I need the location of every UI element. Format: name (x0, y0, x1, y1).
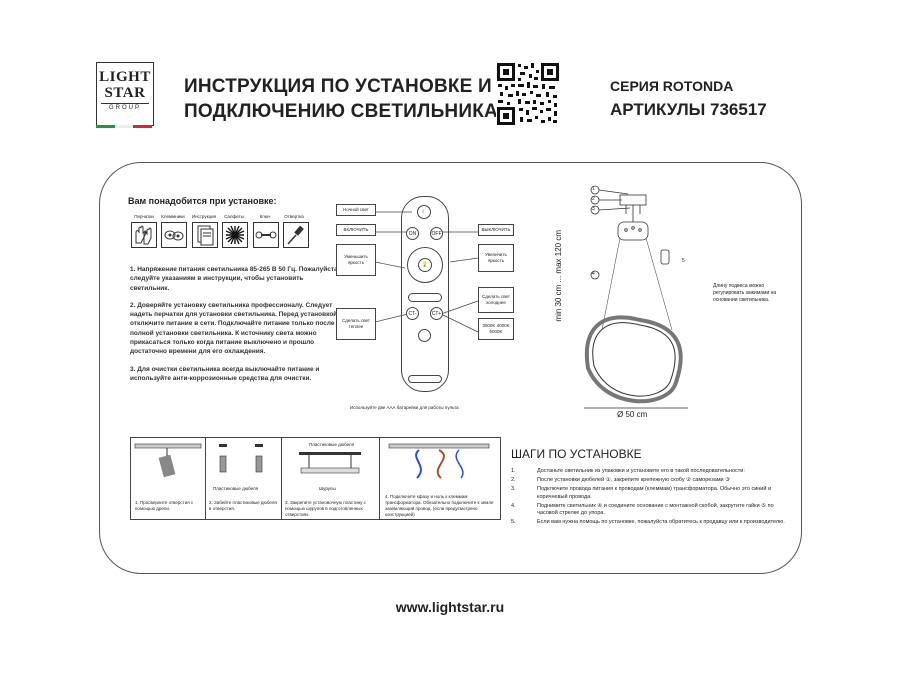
temp-button[interactable] (418, 329, 431, 342)
battery-note: Используйте две ААА батарейки для работы… (350, 405, 459, 410)
install-caption-3-top: Пластиковые дюбеля (309, 442, 355, 447)
manual-icon (192, 222, 218, 248)
italian-flag-stripe (96, 125, 153, 128)
logo-line3: GROUP (101, 103, 149, 111)
terminals-icon (161, 222, 187, 248)
night-light-button[interactable]: ☾ (417, 205, 431, 219)
title-line1: ИНСТРУКЦИЯ ПО УСТАНОВКЕ И (184, 76, 492, 97)
safety-item: 3. Для очистки светильника всегда выключ… (130, 365, 320, 382)
marker-2: 2 (592, 196, 595, 202)
install-caption-4: 4. Подключите кфазу и ноль к клеммам тра… (385, 494, 494, 517)
label-colder: Сделать свет холоднее (478, 287, 514, 313)
tool-label: Отвертка (284, 214, 304, 219)
gloves-icon (131, 222, 157, 248)
lamp-diagram (584, 185, 688, 409)
wrench-icon (253, 222, 279, 248)
tool-label: Клеммники (161, 214, 185, 219)
list-item: 2.После установки дюбелей ①, закрепите к… (511, 477, 731, 484)
brightness-wheel[interactable]: 💡 (407, 247, 443, 283)
tool-label: Перчатки (134, 214, 154, 219)
label-decrease: Уменьшить яркость (336, 244, 376, 276)
moon-icon: ☾ (421, 209, 427, 215)
install-step-1: 1. Просверлите отверстия с помощью дрели… (131, 438, 206, 519)
marker-1: 1 (592, 186, 595, 192)
tool-label: Салфеты (224, 214, 244, 219)
wipes-icon (222, 222, 248, 248)
list-item: 4.Поднимите светильник ④ и соедините осн… (511, 502, 774, 517)
install-steps-title: ШАГИ ПО УСТАНОВКЕ (511, 447, 642, 461)
series-label: СЕРИЯ ROTONDA (610, 78, 734, 94)
marker-4: 4 (592, 271, 595, 277)
list-item: 3.Подключите провода питания к проводам … (511, 486, 772, 500)
tool-label: Инструкция (191, 214, 217, 219)
lightstar-logo: LIGHT STAR GROUP (96, 62, 154, 126)
list-item: 5.Если вам нужна помощь по установке, по… (511, 519, 785, 526)
install-caption-3: 3. Закрепите установочную пластину с пом… (285, 500, 366, 517)
title-line2: ПОДКЛЮЧЕНИЮ СВЕТИЛЬНИКА (184, 101, 498, 122)
logo-line1: LIGHT (99, 69, 151, 85)
install-steps-list: 1.Достаньте светильник из упаковки и уст… (511, 468, 791, 528)
ct-minus-button[interactable]: CT- (406, 307, 419, 320)
install-step-2: Пластиковые дюбеля 2. Забейте пластиковы… (205, 438, 282, 519)
logo-line2: STAR (104, 85, 146, 101)
install-caption-2-top: Пластиковые дюбеля (213, 486, 259, 491)
marker-5: 5 (682, 258, 685, 264)
mode-button[interactable] (408, 293, 442, 302)
qr-code-icon[interactable] (496, 62, 560, 126)
marker-3: 3 (592, 206, 595, 212)
requirements-heading: Вам понадобится при установке: (128, 196, 277, 206)
article-label: АРТИКУЛЫ 736517 (610, 100, 767, 119)
install-caption-1: 1. Просверлите отверстия с помощью дрели… (135, 500, 194, 511)
label-night-light: Ночной свет (336, 204, 376, 216)
rope-adjust-note: Длину подвеса можно регулировать зажимам… (713, 283, 777, 303)
remote-control: ☾ ON OFF 💡 CT- CT+ (401, 196, 449, 392)
ct-plus-button[interactable]: CT+ (430, 307, 443, 320)
label-off: ВЫКЛЮЧИТЬ (478, 224, 514, 236)
tool-label: Ключ (259, 214, 271, 219)
remote-bottom-panel (408, 375, 442, 383)
safety-item: 1. Напряжение питания светильника 85-265… (130, 266, 338, 292)
on-button[interactable]: ON (406, 227, 419, 240)
page-title: ИНСТРУКЦИЯ ПО УСТАНОВКЕ И ПОДКЛЮЧЕНИЮ СВ… (184, 74, 498, 124)
diameter-dimension: Ø 50 cm (617, 410, 648, 419)
install-caption-2: 2. Забейте пластиковые дюбеля в отверсти… (209, 500, 277, 511)
list-item: 1.Достаньте светильник из упаковки и уст… (511, 468, 745, 474)
bulb-icon: 💡 (418, 258, 432, 272)
label-increase: Увеличить яркость (478, 244, 514, 272)
label-on: ВКЛЮЧИТЬ (336, 224, 376, 236)
label-temperatures: 3000K 4000K 6000K (478, 318, 514, 340)
instruction-frame (99, 162, 802, 574)
safety-instructions: 1. Напряжение питания светильника 85-265… (130, 265, 340, 391)
website-link[interactable]: www.lightstar.ru (395, 599, 505, 615)
off-button[interactable]: OFF (430, 227, 443, 240)
label-warmer: Сделать свет теплее (336, 308, 376, 340)
screwdriver-icon (283, 222, 309, 248)
install-step-4: 4. Подключите кфазу и ноль к клеммам тра… (379, 438, 500, 519)
installation-steps-panel: 1. Просверлите отверстия с помощью дрели… (130, 437, 501, 520)
install-step-3: Пластиковые дюбеля Шурупы 3. Закрепите у… (281, 438, 380, 519)
height-dimension: min 30 cm ... max 120 cm (554, 230, 563, 322)
safety-item: 2. Доверяйте установку светильника профе… (130, 301, 338, 356)
install-caption-3-mid: Шурупы (319, 486, 336, 491)
